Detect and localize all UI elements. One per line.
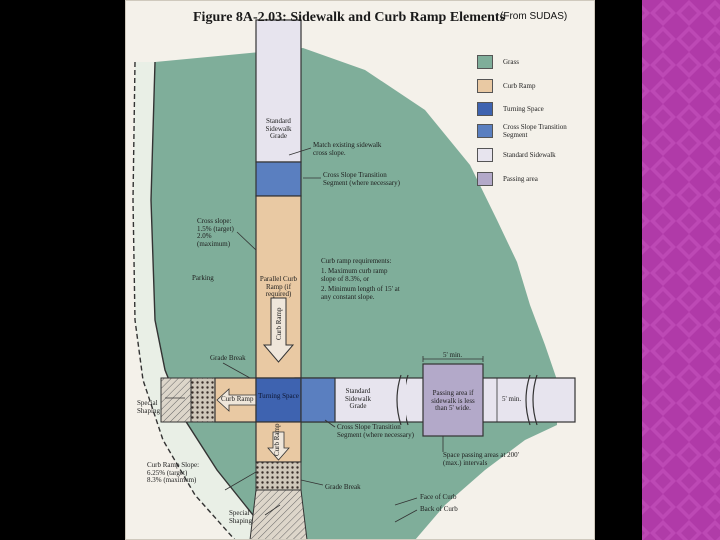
passing-area [422, 363, 484, 437]
label-turning-space: Turning Space [258, 392, 299, 400]
diagram-photo: Figure 8A-2.03: Sidewalk and Curb Ramp E… [125, 0, 595, 540]
label-requirement-2: 2. Minimum length of 15' at any constant… [321, 285, 400, 301]
label-five-min-top: 5' min. [443, 351, 463, 359]
bottom-dots [255, 461, 302, 491]
legend-label-grass: Grass [503, 58, 519, 66]
face-of-curb-line [132, 61, 236, 540]
label-special-shaping-bottom: Special Shaping [229, 509, 252, 525]
left-hatch [160, 377, 192, 423]
source-credit: (From SUDAS) [500, 11, 568, 22]
label-back-of-curb: Back of Curb [420, 505, 458, 513]
legend-label-standard-sidewalk: Standard Sidewalk [503, 151, 556, 159]
label-passing-area: Passing area if sidewalk is less than 5'… [431, 389, 475, 412]
label-face-of-curb: Face of Curb [420, 493, 457, 501]
label-match-existing: Match existing sidewalk cross slope. [313, 141, 382, 157]
diagram-drawing [125, 0, 595, 540]
legend-swatch-transition [477, 124, 493, 138]
transition-top [255, 161, 302, 197]
turning-space [255, 377, 302, 423]
label-grade-break-top: Grade Break [210, 354, 246, 362]
label-requirement-1: 1. Maximum curb ramp slope of 8.3%, or [321, 267, 388, 283]
label-grade-break-bottom: Grade Break [325, 483, 361, 491]
legend-swatch-curb-ramp [477, 79, 493, 93]
legend-label-turning-space: Turning Space [503, 105, 544, 113]
legend-label-passing-area: Passing area [503, 175, 538, 183]
legend-label-transition: Cross Slope Transition Segment [503, 123, 567, 139]
legend-swatch-turning-space [477, 102, 493, 116]
label-curb-ramp-left: Curb Ramp [221, 395, 254, 403]
transition-mid [300, 377, 336, 423]
label-curb-ramp-bottom: Curb Ramp [273, 423, 281, 456]
label-cross-slope-transition-top: Cross Slope Transition Segment (where ne… [323, 171, 400, 187]
label-space-passing: Space passing areas at 200' (max.) inter… [443, 451, 519, 467]
label-curb-ramp-requirements: Curb ramp requirements: [321, 257, 392, 265]
sidewalk-top [255, 19, 302, 163]
label-parallel-curb-ramp: Parallel Curb Ramp (if required) [259, 275, 298, 298]
label-curb-ramp-slope: Curb Ramp Slope: 6.25% (target) 8.3% (ma… [147, 461, 200, 484]
label-standard-sidewalk-grade-mid: Standard Sidewalk Grade [344, 387, 372, 410]
legend-swatch-grass [477, 55, 493, 69]
legend-swatch-passing-area [477, 172, 493, 186]
label-cross-slope-left: Cross slope: 1.5% (target) 2.0% (maximum… [197, 217, 234, 248]
label-special-shaping-left: Special Shaping [137, 399, 160, 415]
label-standard-sidewalk-grade-top: Standard Sidewalk Grade [265, 117, 292, 140]
label-five-min-right: 5' min. [502, 395, 522, 403]
left-dots [190, 377, 216, 423]
label-curb-ramp-vertical: Curb Ramp [275, 307, 283, 340]
legend-swatch-standard-sidewalk [477, 148, 493, 162]
label-parking: Parking [192, 274, 214, 282]
legend-label-curb-ramp: Curb Ramp [503, 82, 536, 90]
label-cross-slope-transition-bottom: Cross Slope Transition Segment (where ne… [337, 423, 414, 439]
figure-title: Figure 8A-2.03: Sidewalk and Curb Ramp E… [193, 10, 506, 25]
